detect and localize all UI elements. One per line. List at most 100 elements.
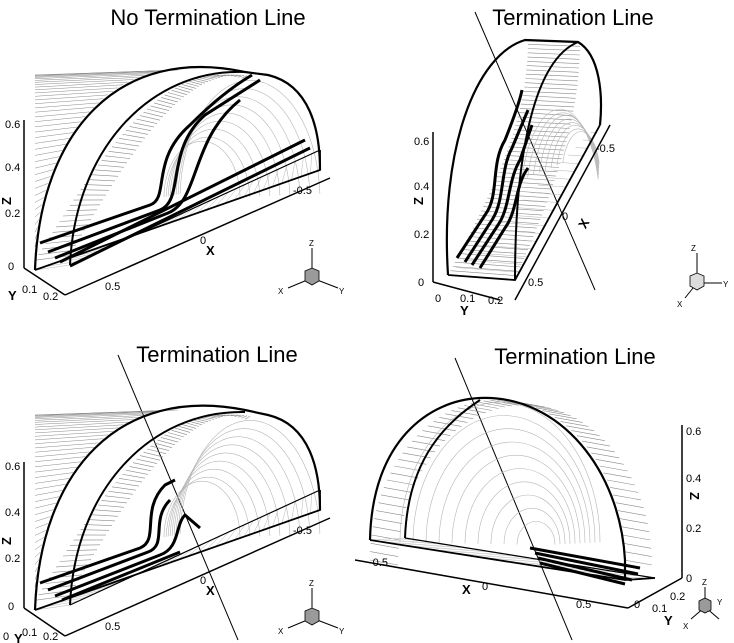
mesh-line	[34, 551, 41, 558]
mesh-arc	[527, 112, 599, 178]
mesh-line	[34, 451, 90, 458]
mesh-line	[522, 95, 576, 99]
mesh-line	[511, 138, 567, 142]
mesh-line	[420, 545, 456, 549]
mesh-line	[185, 82, 200, 87]
mesh-line	[171, 429, 188, 435]
mesh-line	[34, 427, 119, 434]
panel-4: Termination Line -0.5 0 0.5 X 0.6 0.4 0.…	[354, 344, 723, 641]
y-tick-label: 0.2	[43, 291, 58, 303]
mesh-line	[104, 155, 131, 159]
mesh-line	[125, 130, 149, 135]
mesh-line	[97, 504, 125, 508]
mesh-line	[178, 85, 194, 91]
mesh-line	[195, 78, 209, 83]
mesh-line	[34, 116, 86, 122]
mesh-line	[34, 121, 81, 128]
mesh-line	[34, 234, 38, 240]
z-axis: 0.6 0.4 0.2 0 Z	[0, 461, 25, 613]
x-axis-line	[64, 177, 331, 296]
mesh-line	[97, 164, 125, 168]
streamlines	[39, 73, 311, 268]
triad-y-label: Y	[717, 598, 723, 607]
mesh-arc	[169, 460, 271, 537]
mesh-line	[136, 118, 158, 124]
z-axis: 0.6 0.4 0.2 0 Z	[681, 425, 702, 585]
mesh-line	[34, 424, 124, 431]
mesh-line	[582, 139, 592, 141]
streamline	[54, 98, 241, 260]
mesh-arc	[175, 436, 301, 535]
mesh-line	[34, 111, 90, 118]
mesh-line	[536, 407, 565, 414]
mesh-line	[34, 169, 54, 175]
mesh-line	[520, 103, 575, 108]
mesh-line	[205, 195, 221, 211]
mesh-line	[188, 420, 203, 426]
streamline	[47, 78, 261, 254]
z-tick-label: 0.4	[5, 507, 20, 519]
mesh-line	[480, 555, 514, 558]
mesh-line	[83, 184, 113, 186]
mesh-line	[253, 176, 262, 194]
mesh-line	[394, 465, 423, 472]
triad-x-label: X	[278, 287, 284, 296]
mesh-line	[612, 494, 642, 501]
x-axis-line	[64, 517, 331, 637]
mesh-line	[160, 97, 179, 103]
x-tick-label: 0	[200, 575, 206, 587]
mesh-line	[174, 87, 191, 93]
y-axis: 0 0.1 0.2 Y	[432, 281, 503, 318]
mesh-line	[209, 75, 221, 78]
z-tick-label: 0.4	[686, 473, 701, 485]
streamline	[39, 73, 253, 245]
mesh-line	[374, 518, 403, 524]
mesh-line	[34, 419, 134, 425]
streamline	[534, 551, 639, 576]
mesh-line	[554, 417, 583, 423]
mesh-line	[369, 559, 399, 566]
mesh-line	[118, 138, 143, 143]
mesh-line	[591, 452, 620, 459]
triad-z-label: Z	[309, 239, 314, 248]
y-axis-label: Y	[460, 303, 469, 318]
mesh-line	[196, 539, 212, 554]
z-axis-label: Z	[411, 197, 426, 205]
mesh-arc	[171, 452, 281, 536]
y-tick-label: 0.1	[22, 627, 37, 639]
mesh-line	[34, 197, 44, 203]
orientation-triad: Z X Y	[683, 578, 723, 631]
panel-3: Termination Line 0.6 0.4 0.2 0 Z 0 0.1	[0, 342, 345, 643]
mesh-arc	[167, 468, 261, 537]
mesh-arc	[425, 428, 591, 543]
mesh-line	[310, 153, 312, 174]
mesh-line	[34, 162, 57, 169]
mesh-line	[463, 552, 497, 555]
mesh-line	[87, 179, 116, 182]
mesh-line	[262, 172, 271, 191]
mesh-arc	[165, 476, 251, 537]
mesh-line	[34, 410, 167, 416]
streamlines	[455, 89, 534, 269]
mesh-line	[34, 70, 167, 76]
mesh-line	[171, 89, 188, 95]
mesh-line	[83, 524, 113, 526]
triad-x-label: X	[278, 627, 284, 636]
domain-base-edge	[369, 539, 656, 581]
panel-title: Termination Line	[136, 342, 297, 367]
x-tick-label: 0	[200, 235, 206, 247]
mesh-line	[174, 427, 191, 433]
z-axis: 0.6 0.4 0.2 0 Z	[0, 119, 25, 273]
x-tick-label: -0.5	[369, 557, 388, 569]
streamline	[455, 89, 524, 259]
z-tick-label: 0.6	[5, 461, 20, 473]
mesh-line	[496, 176, 555, 181]
x-axis-label: X	[206, 583, 215, 598]
mesh-line	[132, 122, 155, 128]
mesh-line	[34, 461, 81, 468]
mesh-line	[502, 163, 560, 168]
mesh-line	[34, 156, 60, 162]
z-axis-label: Z	[687, 492, 702, 500]
mesh-line	[34, 530, 47, 536]
z-tick-label: 0.2	[686, 523, 701, 535]
